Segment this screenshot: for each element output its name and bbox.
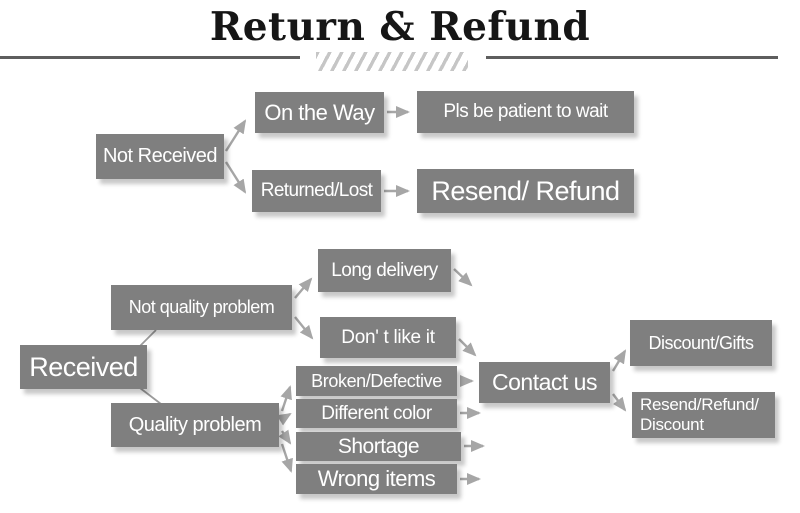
edge-contact-to-resend-refund-discount: [612, 393, 627, 412]
node-pls-be-patient-to-wait: Pls be patient to wait: [417, 91, 634, 133]
node-resend-refund: Resend/ Refund: [417, 169, 634, 213]
edge-received-to-quality-problem: [139, 387, 162, 405]
edge-long-delivery-to-contact: [453, 268, 473, 287]
node-not-quality-problem: Not quality problem: [111, 285, 292, 330]
edge-not-received-to-returned-lost: [224, 161, 247, 194]
header-rule-left: [0, 56, 300, 59]
node-not-received: Not Received: [96, 134, 224, 179]
edge-not-received-to-on-the-way: [224, 119, 247, 152]
node-long-delivery: Long delivery: [318, 249, 451, 292]
node-received: Received: [20, 345, 147, 389]
node-broken-defective: Broken/Defective: [296, 366, 457, 396]
edge-quality-to-broken: [280, 385, 292, 412]
node-quality-problem: Quality problem: [111, 403, 279, 447]
node-returned-lost: Returned/Lost: [252, 170, 381, 212]
edge-not-quality-to-long-delivery: [294, 277, 313, 299]
edge-received-to-not-quality-problem: [139, 329, 157, 347]
node-discount-gifts: Discount/Gifts: [630, 320, 772, 366]
edge-contact-to-discount-gifts: [611, 349, 627, 372]
edge-not-quality-to-dont-like: [294, 316, 314, 340]
node-different-color: Different color: [296, 399, 457, 428]
node-resend-refund-discount: Resend/Refund/ Discount: [632, 392, 775, 438]
node-contact-us: Contact us: [479, 362, 610, 403]
edge-quality-to-different-color: [276, 412, 292, 426]
node-wrong-items: Wrong items: [296, 464, 457, 494]
page-title: Return & Refund: [209, 4, 591, 50]
node-shortage: Shortage: [296, 432, 461, 461]
node-dont-like-it: Don' t like it: [320, 317, 456, 358]
edge-quality-to-wrong-items: [280, 443, 293, 473]
header-rule-right: [486, 56, 778, 59]
node-on-the-way: On the Way: [255, 92, 384, 133]
diagonal-hatch-decoration: [316, 52, 468, 71]
edge-dont-like-to-contact: [458, 338, 477, 357]
edge-quality-to-shortage: [278, 429, 292, 445]
